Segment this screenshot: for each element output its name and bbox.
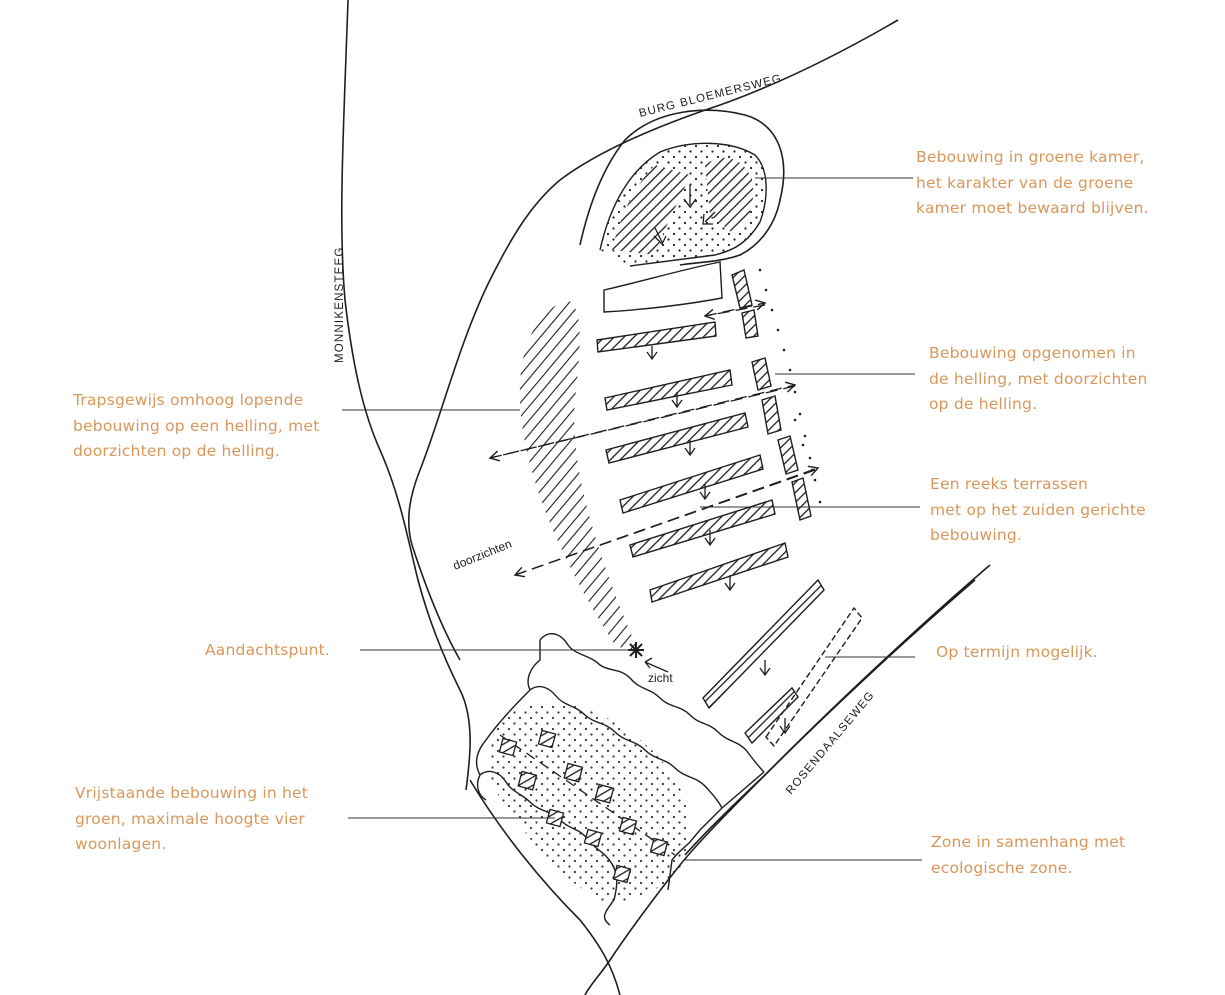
annotation-line: Een reeks terrassen bbox=[930, 475, 1089, 493]
annotation-line: het karakter van de groene bbox=[916, 173, 1134, 192]
annotation-line: Trapsgewijs omhoog lopende bbox=[73, 391, 304, 409]
annotation-line: Bebouwing in groene kamer, bbox=[916, 148, 1145, 166]
annotation-groene-kamer: Bebouwing in groene kamer, het karakter … bbox=[916, 145, 1149, 222]
annotation-trapsgewijs: Trapsgewijs omhoog lopende bebouwing op … bbox=[73, 388, 319, 465]
future-building-outline bbox=[765, 606, 863, 748]
annotation-line: woonlagen. bbox=[75, 835, 167, 853]
street-label-monnikensteeg: MONNIKENSTEEG bbox=[334, 246, 346, 363]
street-label-bloemersweg: BURG BLOEMERSWEG bbox=[638, 73, 784, 120]
annotation-helling: Bebouwing opgenomen in de helling, met d… bbox=[929, 341, 1148, 418]
annotation-line: Bebouwing opgenomen in bbox=[929, 344, 1136, 362]
map-label-doorzichten: doorzichten bbox=[451, 537, 514, 573]
terrace-buildings bbox=[596, 321, 825, 745]
annotation-line: bebouwing. bbox=[930, 526, 1023, 544]
annotation-line: Aandachtspunt. bbox=[205, 641, 331, 659]
attention-point-marker bbox=[628, 642, 644, 658]
orientation-arrows bbox=[646, 346, 791, 735]
annotation-aandachtspunt: Aandachtspunt. bbox=[205, 638, 330, 664]
detached-houses-field bbox=[488, 702, 690, 902]
detached-houses-axis bbox=[499, 734, 676, 856]
annotation-line: Zone in samenhang met bbox=[931, 833, 1126, 851]
annotation-vrijstaande: Vrijstaande bebouwing in het groen, maxi… bbox=[75, 781, 308, 858]
annotation-line: doorzichten op de helling. bbox=[73, 442, 280, 460]
annotation-line: kamer moet bewaard blijven. bbox=[916, 199, 1149, 217]
annotation-line: met op het zuiden gerichte bbox=[930, 500, 1146, 519]
slope-buildings bbox=[731, 269, 812, 521]
annotation-termijn: Op termijn mogelijk. bbox=[936, 640, 1098, 666]
slope-terrace-band bbox=[519, 300, 640, 655]
leader-lines bbox=[342, 177, 922, 861]
annotation-line: groen, maximale hoogte vier bbox=[75, 809, 305, 828]
site-boundary bbox=[340, 0, 991, 995]
zicht-arrow bbox=[644, 657, 669, 673]
building-outline bbox=[603, 261, 723, 313]
map-label-zicht: zicht bbox=[648, 671, 673, 685]
annotation-line: de helling, met doorzichten bbox=[929, 369, 1148, 388]
green-room bbox=[579, 109, 785, 267]
annotation-line: bebouwing op een helling, met bbox=[73, 416, 320, 435]
view-lines bbox=[488, 299, 820, 578]
annotation-line: Vrijstaande bebouwing in het bbox=[75, 784, 309, 802]
detached-houses bbox=[498, 729, 669, 884]
annotation-line: Op termijn mogelijk. bbox=[936, 643, 1098, 661]
annotation-line: ecologische zone. bbox=[931, 858, 1073, 877]
annotation-terrassen: Een reeks terrassen met op het zuiden ge… bbox=[930, 472, 1146, 549]
annotation-line: op de helling. bbox=[929, 395, 1038, 413]
annotation-zone: Zone in samenhang met ecologische zone. bbox=[931, 830, 1125, 881]
